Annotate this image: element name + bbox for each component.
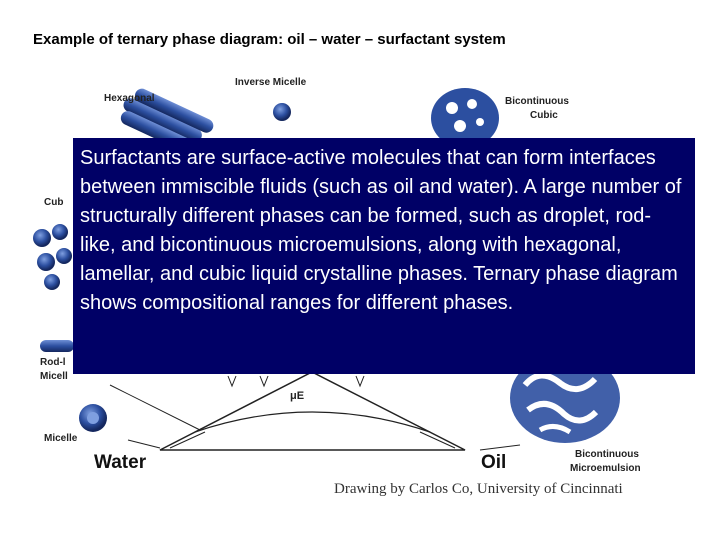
micelle-graphic <box>79 404 107 432</box>
inverse-micelle-label: Inverse Micelle <box>235 77 307 88</box>
drawing-credit: Drawing by Carlos Co, University of Cinc… <box>334 481 623 497</box>
micelle-label: Micelle <box>44 433 78 444</box>
bicontinuous-microemulsion-label-line2: Microemulsion <box>570 463 641 474</box>
slide-title: Example of ternary phase diagram: oil – … <box>33 31 506 48</box>
water-label: Water <box>94 452 147 473</box>
bicontinuous-microemulsion-label-line1: Bicontinuous <box>575 449 639 460</box>
rod-like-micelle-graphic <box>40 340 74 352</box>
cubic-label: Cub <box>44 197 64 208</box>
hexagonal-label: Hexagonal <box>104 93 155 104</box>
surfactant-explanation-callout: Surfactants are surface-active molecules… <box>73 138 695 374</box>
rod-like-micelle-label-line1: Rod-l <box>40 357 66 368</box>
oil-label: Oil <box>481 452 507 473</box>
bicontinuous-cubic-label-line1: Bicontinuous <box>505 96 569 107</box>
bicontinuous-cubic-label-line2: Cubic <box>530 110 558 121</box>
bicontinuous-microemulsion-graphic <box>510 353 620 443</box>
cubic-structure-graphic <box>33 224 72 290</box>
leader-lines <box>109 384 521 451</box>
rod-like-micelle-label-line2: Micell <box>40 371 68 382</box>
inverse-micelle-graphic <box>273 103 291 121</box>
bicontinuous-cubic-graphic <box>431 88 499 148</box>
mu-e-label: μE <box>290 390 305 402</box>
ternary-triangle <box>159 371 466 451</box>
callout-text: Surfactants are surface-active molecules… <box>80 147 682 314</box>
